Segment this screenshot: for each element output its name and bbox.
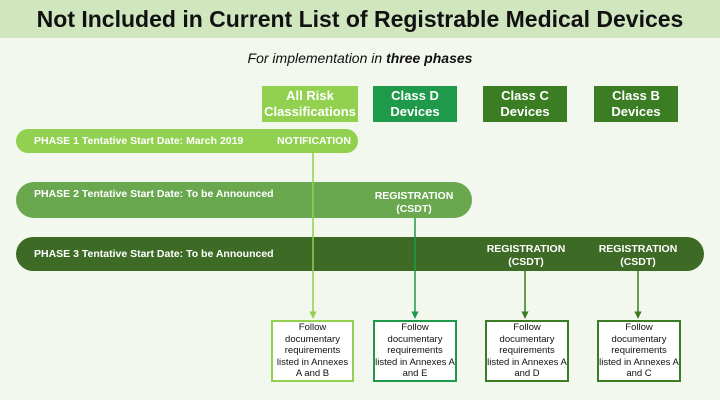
registration-class-d-label: REGISTRATION (CSDT) [374, 190, 454, 215]
phase-2-bar: PHASE 2 Tentative Start Date: To be Anno… [16, 182, 472, 218]
notification-label: NOTIFICATION [277, 135, 351, 147]
phase-3-label: PHASE 3 Tentative Start Date: To be Anno… [34, 248, 274, 260]
subtitle-emphasis: three phases [386, 50, 473, 66]
registration-class-c-label: REGISTRATION (CSDT) [486, 243, 566, 268]
phase-3-bar: PHASE 3 Tentative Start Date: To be Anno… [16, 237, 704, 271]
requirements-box-annexes-a-e: Follow documentary requirements listed i… [373, 320, 457, 382]
page-title: Not Included in Current List of Registra… [0, 0, 720, 38]
subtitle: For implementation in three phases [0, 50, 720, 66]
requirements-box-annexes-a-c: Follow documentary requirements listed i… [597, 320, 681, 382]
column-header-class-c: Class C Devices [483, 86, 567, 122]
subtitle-prefix: For implementation in [247, 50, 387, 66]
phase-1-label: PHASE 1 Tentative Start Date: March 2019 [34, 135, 244, 147]
phase-2-label: PHASE 2 Tentative Start Date: To be Anno… [34, 188, 274, 200]
column-header-class-b: Class B Devices [594, 86, 678, 122]
column-header-all-risk: All Risk Classifications [262, 86, 358, 122]
registration-class-b-label: REGISTRATION (CSDT) [598, 243, 678, 268]
phase-1-bar: PHASE 1 Tentative Start Date: March 2019 [16, 129, 358, 153]
requirements-box-annexes-a-b: Follow documentary requirements listed i… [271, 320, 354, 382]
requirements-box-annexes-a-d: Follow documentary requirements listed i… [485, 320, 569, 382]
column-header-class-d: Class D Devices [373, 86, 457, 122]
